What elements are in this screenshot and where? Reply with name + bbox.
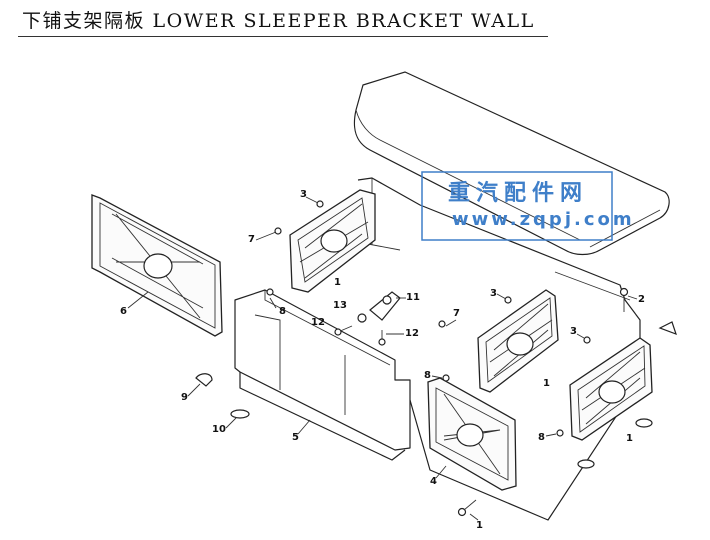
title-underline [18,36,548,37]
bolt-part-12-left [334,325,353,336]
callout-7b: 7 [453,308,460,319]
watermark-line1: 重汽配件网 [448,180,588,206]
washer-part-13 [357,313,367,323]
callout-3b: 3 [490,288,497,299]
callout-8a: 8 [279,306,286,317]
small-bracket-part-11 [369,291,401,321]
callout-8b: 8 [424,370,431,381]
watermark: 重汽配件网 www.zqpj.com [421,171,635,241]
callout-8c: 8 [538,432,545,443]
callout-6: 6 [120,306,127,317]
callout-1b: 1 [543,378,550,389]
callout-3c: 3 [570,326,577,337]
plate-part-1-upper [289,189,376,293]
screw-part-2 [619,287,629,312]
plate-part-1-right [569,337,653,441]
callout-10: 10 [212,424,226,435]
callout-5: 5 [292,432,299,443]
callout-1a: 1 [334,277,341,288]
foot-part-10 [230,409,250,419]
knob-part-9 [195,373,213,387]
knob-right [658,321,677,336]
callout-2: 2 [638,294,645,305]
plate-part-6 [91,194,223,337]
callout-9: 9 [181,392,188,403]
callout-4: 4 [430,476,437,487]
callout-7a: 7 [248,234,255,245]
bracket-frame-part-5 [234,289,411,461]
callout-12b: 12 [405,328,419,339]
stud-part-12-right [378,330,386,346]
foot-right-bottom [635,418,653,428]
callout-12a: 12 [311,317,325,328]
foot-left-bottom [577,459,595,469]
callout-13: 13 [333,300,347,311]
callout-1d: 1 [476,520,483,531]
sleeper-bunk-top [353,71,670,256]
callout-11: 11 [406,292,420,303]
plate-part-4 [427,377,517,491]
plate-part-1-middle [477,289,559,393]
page-title: 下铺支架隔板 LOWER SLEEPER BRACKET WALL [22,10,535,32]
watermark-line2: www.zqpj.com [452,209,635,230]
screw-part-1-bottom [457,499,477,517]
callout-1c: 1 [626,433,633,444]
callouts: 3 7 1 6 8 13 11 12 12 7 3 2 3 9 8 [120,189,645,531]
callout-3a: 3 [300,189,307,200]
